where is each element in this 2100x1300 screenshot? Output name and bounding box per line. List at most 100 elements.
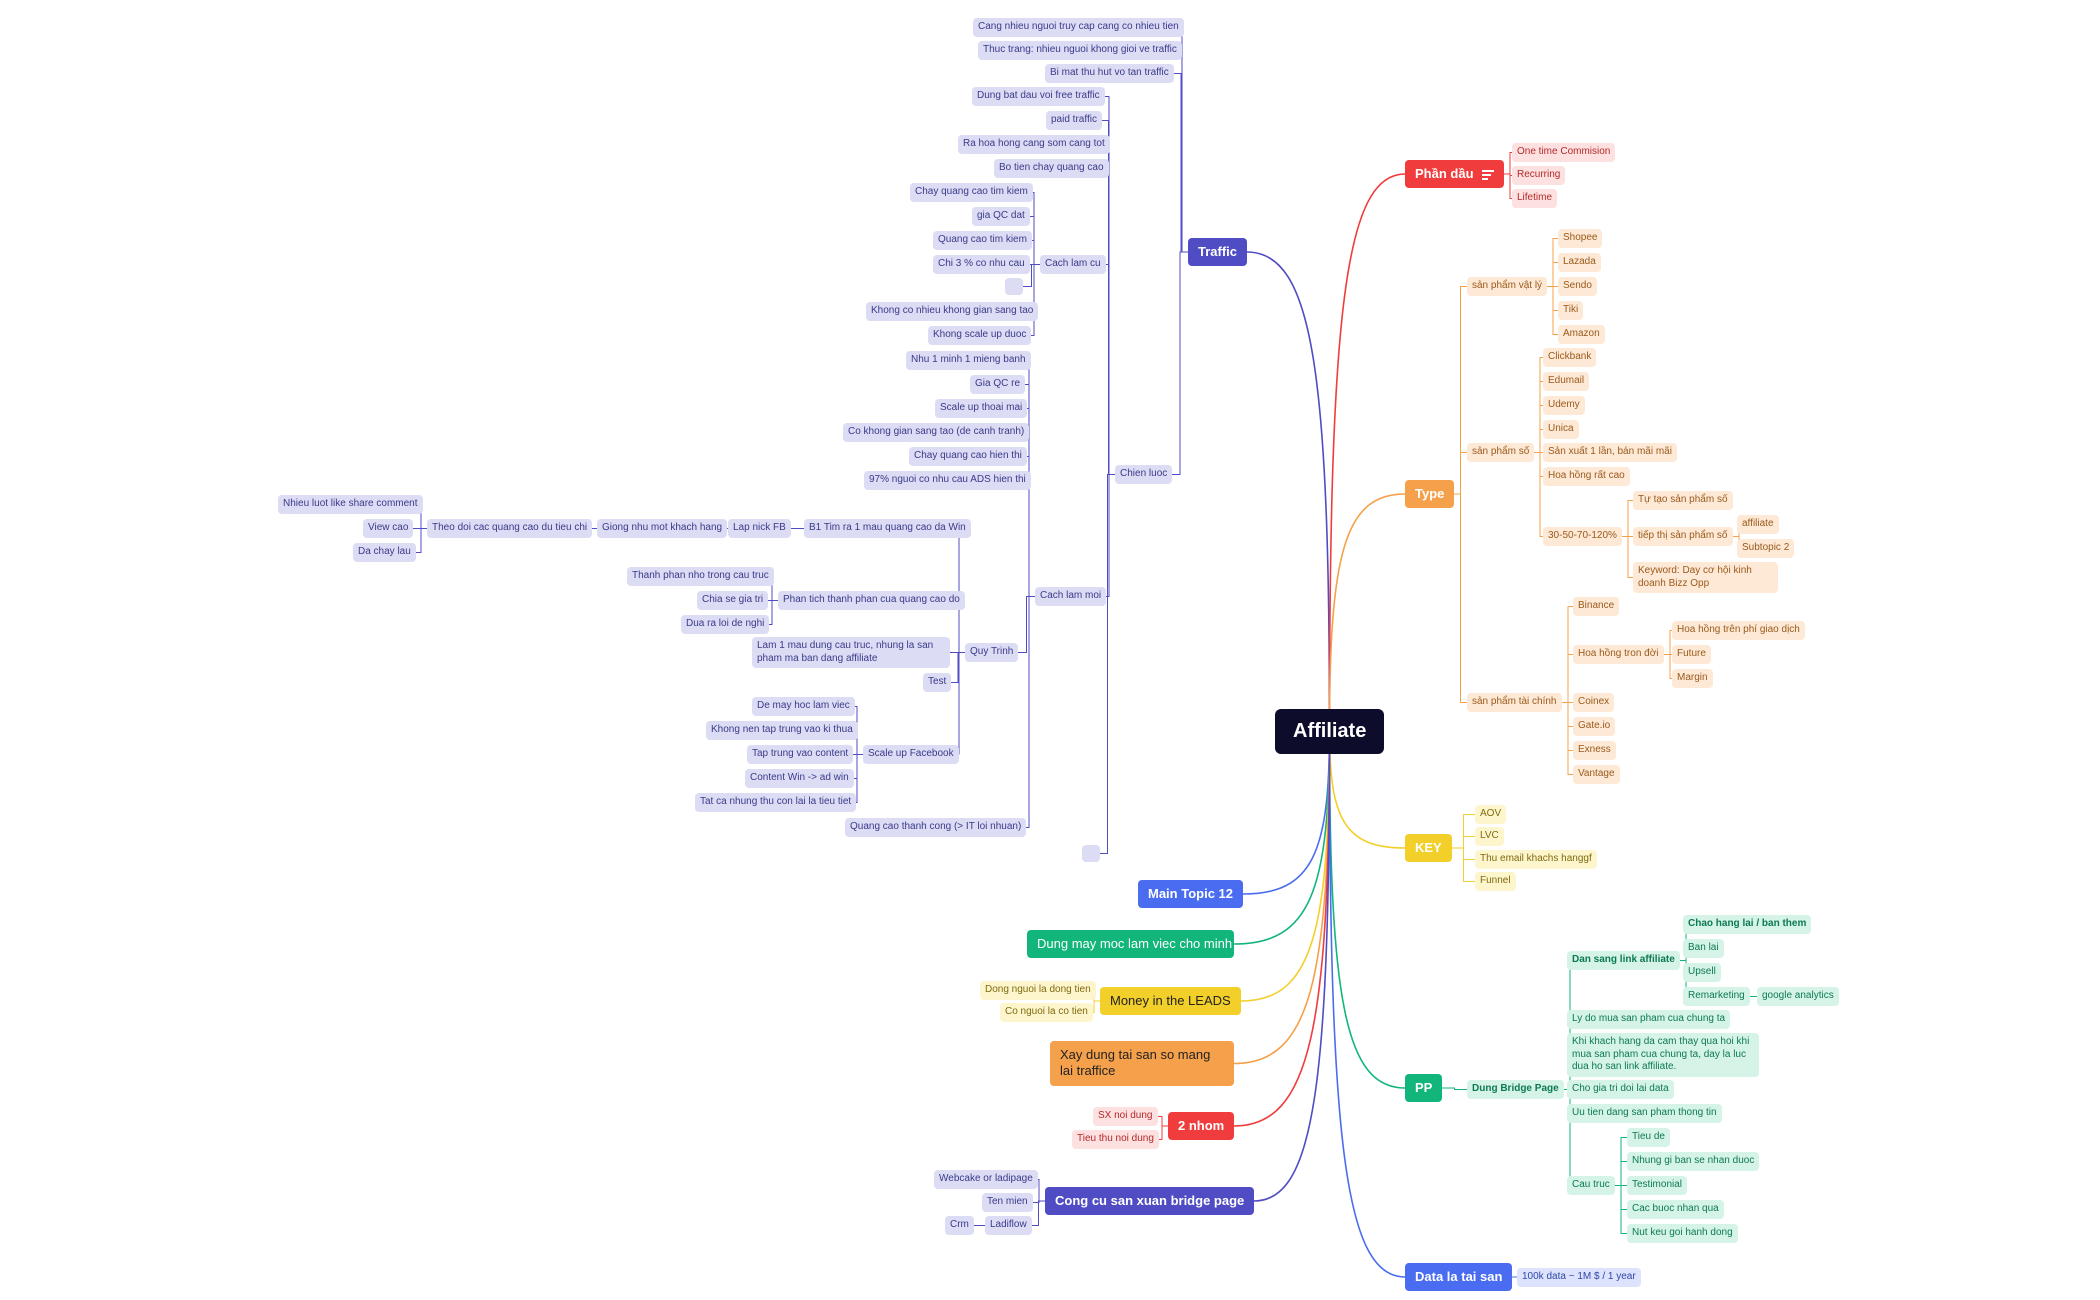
theo-doi-item-1[interactable]: Nhieu luot like share comment [278, 495, 423, 514]
vat-ly-item-2[interactable]: Lazada [1558, 253, 1601, 272]
branch-traffic[interactable]: Traffic [1188, 238, 1248, 267]
two-nhom-item-1[interactable]: SX noi dung [1093, 1107, 1158, 1126]
vat-ly-item-4[interactable]: Tiki [1558, 301, 1584, 320]
branch-main-topic-12[interactable]: Main Topic 12 [1138, 880, 1243, 909]
traffic-item-3[interactable]: Bi mat thu hut vo tan traffic [1045, 64, 1174, 83]
phan-tich-item-1[interactable]: Thanh phan nho trong cau truc [627, 567, 774, 586]
giong-theo-doi[interactable]: Theo doi cac quang cao du tieu chi [427, 519, 593, 538]
hh-tron-item-1[interactable]: Hoa hồng trên phí giao dịch [1672, 621, 1805, 640]
chien-luoc-item-2[interactable]: paid traffic [1046, 111, 1102, 130]
type-vat-ly[interactable]: sản phẩm vật lý [1467, 277, 1548, 296]
phan-dau-item-1[interactable]: One time Commision [1512, 143, 1616, 162]
phan-tich-item-3[interactable]: Dua ra loi de nghi [681, 615, 770, 634]
branch-xay-dung-tai-san[interactable]: Xay dung tai san so mang lai traffice [1050, 1041, 1234, 1086]
scale-fb-item-5[interactable]: Tat ca nhung thu con lai la tieu tiet [695, 793, 857, 812]
vat-ly-item-3[interactable]: Sendo [1558, 277, 1597, 296]
so-item-2[interactable]: Edumail [1543, 372, 1590, 391]
cach-cu-item-2[interactable]: gia QC dat [972, 207, 1030, 226]
pct-keyword[interactable]: Keyword: Day cơ hội kinh doanh Bizz Opp [1633, 562, 1778, 593]
key-item-3[interactable]: Thu email khachs hanggf [1475, 850, 1597, 869]
tiep-thi-affiliate[interactable]: affiliate [1737, 515, 1779, 534]
key-item-2[interactable]: LVC [1475, 827, 1504, 846]
theo-doi-item-3[interactable]: Da chay lau [353, 543, 416, 562]
branch-key[interactable]: KEY [1405, 834, 1452, 863]
cau-truc-item-4[interactable]: Cac buoc nhan qua [1627, 1200, 1724, 1219]
money-item-1[interactable]: Dong nguoi la dong tien [980, 981, 1096, 1000]
theo-doi-item-2[interactable]: View cao [363, 519, 414, 538]
quy-trinh-phan-tich[interactable]: Phan tich thanh phan cua quang cao do [778, 591, 965, 610]
quy-trinh-scale-fb[interactable]: Scale up Facebook [863, 745, 959, 764]
bridge-item-2[interactable]: Ly do mua san pham cua chung ta [1567, 1010, 1731, 1029]
cach-cu-empty-node[interactable] [1005, 278, 1023, 295]
bridge-item-4[interactable]: Cho gia tri doi lai data [1567, 1080, 1674, 1099]
dan-sang-item-3[interactable]: Upsell [1683, 963, 1721, 982]
cach-moi-item-1[interactable]: Nhu 1 minh 1 mieng banh [906, 351, 1031, 370]
bridge-cau-truc[interactable]: Cau truc [1567, 1176, 1615, 1195]
quy-trinh-lam-mau[interactable]: Lam 1 mau dung cau truc, nhung la san ph… [752, 637, 950, 668]
branch-money-in-the-leads[interactable]: Money in the LEADS [1100, 987, 1241, 1016]
cau-truc-item-3[interactable]: Testimonial [1627, 1176, 1688, 1195]
key-item-1[interactable]: AOV [1475, 805, 1507, 824]
phan-dau-item-3[interactable]: Lifetime [1512, 189, 1558, 208]
cach-moi-item-6[interactable]: 97% nguoi co nhu cau ADS hien thi [864, 471, 1031, 490]
cong-cu-item-2[interactable]: Ten mien [982, 1193, 1033, 1212]
so-item-3[interactable]: Udemy [1543, 396, 1585, 415]
cach-cu-item-7[interactable]: Khong scale up duoc [928, 326, 1032, 345]
quy-trinh-test[interactable]: Test [923, 673, 952, 692]
tai-chinh-item-5[interactable]: Exness [1573, 741, 1616, 760]
branch-type[interactable]: Type [1405, 480, 1455, 509]
dan-sang-item-1[interactable]: Chao hang lai / ban them [1683, 915, 1812, 934]
cach-moi-item-2[interactable]: Gia QC re [970, 375, 1026, 394]
cach-cu-item-4[interactable]: Chi 3 % co nhu cau [933, 255, 1030, 274]
quy-trinh-b1[interactable]: B1 Tim ra 1 mau quang cao da Win [804, 519, 971, 538]
branch-2-nhom[interactable]: 2 nhom [1168, 1112, 1235, 1141]
bridge-item-3[interactable]: Khi khach hang da cam thay qua hoi khi m… [1567, 1033, 1759, 1077]
cach-moi-item-3[interactable]: Scale up thoai mai [935, 399, 1028, 418]
so-item-1[interactable]: Clickbank [1543, 348, 1597, 367]
tai-chinh-item-3[interactable]: Coinex [1573, 693, 1615, 712]
so-item-4[interactable]: Unica [1543, 420, 1579, 439]
dan-sang-item-2[interactable]: Ban lai [1683, 939, 1724, 958]
branch-dung-may-moc[interactable]: Dung may moc lam viec cho minh [1027, 930, 1234, 959]
chien-luoc-item-4[interactable]: Bo tien chay quang cao [994, 159, 1109, 178]
hh-tron-item-3[interactable]: Margin [1672, 669, 1713, 688]
scale-fb-item-2[interactable]: Khong nen tap trung vao ki thua [706, 721, 858, 740]
tai-chinh-item-1[interactable]: Binance [1573, 597, 1620, 616]
type-so[interactable]: sản phẩm số [1467, 443, 1535, 462]
money-item-2[interactable]: Co nguoi la co tien [1000, 1003, 1093, 1022]
cach-cu-item-1[interactable]: Chay quang cao tim kiem [910, 183, 1033, 202]
scale-fb-item-4[interactable]: Content Win -> ad win [745, 769, 854, 788]
pp-dung-bridge[interactable]: Dung Bridge Page [1467, 1080, 1564, 1099]
cau-truc-item-1[interactable]: Tieu de [1627, 1128, 1670, 1147]
cau-truc-item-5[interactable]: Nut keu goi hanh dong [1627, 1224, 1738, 1243]
root-topic[interactable]: Affiliate [1275, 709, 1385, 754]
so-item-7[interactable]: 30-50-70-120% [1543, 527, 1622, 546]
type-tai-chinh[interactable]: sản phẩm tài chính [1467, 693, 1562, 712]
chien-luoc-cach-moi[interactable]: Cach lam moi [1035, 587, 1107, 606]
key-item-4[interactable]: Funnel [1475, 872, 1516, 891]
two-nhom-item-2[interactable]: Tieu thu noi dung [1072, 1130, 1159, 1149]
dan-sang-item-4[interactable]: Remarketing [1683, 987, 1750, 1006]
branch-pp[interactable]: PP [1405, 1074, 1443, 1103]
remarketing-ga[interactable]: google analytics [1757, 987, 1839, 1006]
b1-lap-nick[interactable]: Lap nick FB [728, 519, 791, 538]
cach-moi-item-4[interactable]: Co khong gian sang tao (de canh tranh) [843, 423, 1030, 442]
scale-fb-item-1[interactable]: De may hoc lam viec [752, 697, 855, 716]
branch-cong-cu[interactable]: Cong cu san xuan bridge page [1045, 1187, 1255, 1216]
bridge-item-5[interactable]: Uu tien dang san pham thong tin [1567, 1104, 1722, 1123]
cach-moi-qc-thanh-cong[interactable]: Quang cao thanh cong (> IT loi nhuan) [845, 818, 1027, 837]
pct-tu-tao[interactable]: Tự tạo sản phẩm số [1633, 491, 1733, 510]
chien-luoc-item-3[interactable]: Ra hoa hong cang som cang tot [958, 135, 1110, 154]
vat-ly-item-5[interactable]: Amazon [1558, 325, 1605, 344]
traffic-chien-luoc[interactable]: Chien luoc [1115, 465, 1173, 484]
cau-truc-item-2[interactable]: Nhung gi ban se nhan duoc [1627, 1152, 1760, 1171]
traffic-item-2[interactable]: Thuc trang: nhieu nguoi khong gioi ve tr… [978, 41, 1182, 60]
branch-data-la-tai-san[interactable]: Data la tai san [1405, 1263, 1513, 1292]
hh-tron-item-2[interactable]: Future [1672, 645, 1711, 664]
so-item-5[interactable]: Sản xuất 1 lần, bán mãi mãi [1543, 443, 1677, 462]
tai-chinh-item-6[interactable]: Vantage [1573, 765, 1620, 784]
traffic-item-1[interactable]: Cang nhieu nguoi truy cap cang co nhieu … [973, 18, 1184, 37]
cach-cu-item-3[interactable]: Quang cao tim kiem [933, 231, 1032, 250]
tai-chinh-item-4[interactable]: Gate.io [1573, 717, 1616, 736]
